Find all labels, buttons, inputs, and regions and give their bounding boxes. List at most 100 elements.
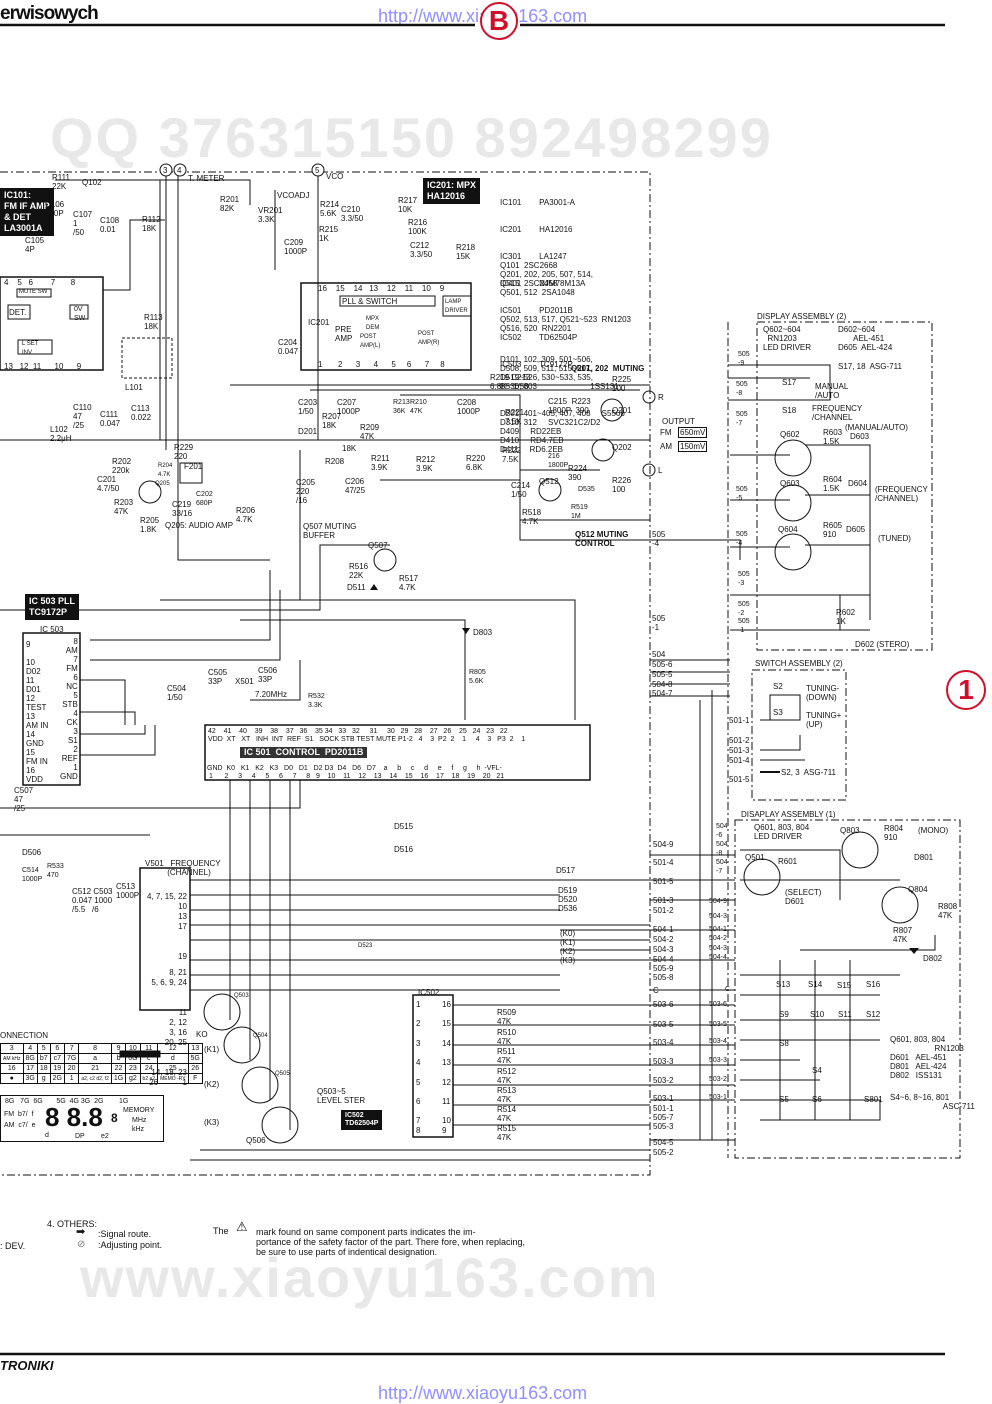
bus-504: 504	[652, 650, 666, 659]
ic201-post-amp-l: POST AMP(L)	[360, 334, 381, 349]
lcd-memory: MEMORY	[123, 1107, 155, 1114]
footer-brand: TRONIKI	[0, 1358, 54, 1373]
frequency-channel-label: FREQUENCY /CHANNEL	[812, 404, 863, 422]
ic201-pre-amp: PRE AMP	[335, 325, 353, 343]
warning-triangle-icon: ⚠	[236, 1219, 248, 1234]
d523-label: D523	[358, 943, 373, 949]
c107-label: C107 1 /50	[73, 210, 93, 237]
ic101-pins-bottom: 13 12 11 10 9	[4, 362, 82, 371]
c212-label: C212 3.3/50	[410, 241, 433, 259]
switch-s14[interactable]: S14	[808, 980, 823, 989]
connector-504-1-d1: 504-1	[709, 926, 727, 933]
r517-label: R517 4.7K	[399, 574, 419, 592]
s17-label[interactable]: S17	[782, 378, 797, 387]
c110-label: C110 47 /25	[73, 403, 92, 430]
d201-label: D201	[298, 427, 318, 436]
switch-s16[interactable]: S16	[866, 980, 881, 989]
output-l-jack[interactable]: L	[658, 466, 663, 475]
bus-503-6: 503-6	[653, 1000, 674, 1009]
bus-505-7: 505-7	[653, 1113, 674, 1122]
r805-label: R805 5.6K	[469, 669, 486, 685]
q603-label: Q603	[780, 479, 800, 488]
switch-s12[interactable]: S12	[866, 1010, 881, 1019]
connector-501-3: 501-3	[729, 746, 750, 755]
parts-row: IC101 PA3001-A	[500, 198, 576, 207]
connector-504-8: 504 -8	[716, 841, 728, 857]
bus-505-1: 505-1	[652, 614, 666, 632]
safety-note: mark found on same component parts indic…	[256, 1227, 525, 1257]
switch-s10[interactable]: S10	[810, 1010, 825, 1019]
r226-label: R226 100	[612, 476, 632, 494]
ic101-det: DET.	[9, 308, 27, 317]
notes-adjusting-point: :Adjusting point.	[98, 1240, 163, 1250]
r208-label: R208	[325, 457, 345, 466]
lcd-digits: 8 8.8	[45, 1102, 103, 1132]
r222-label: R222 7.5K	[502, 446, 522, 464]
vco-label: VCO	[326, 172, 344, 181]
switch-s5[interactable]: S5	[779, 1095, 789, 1104]
r229-label: R229 220	[174, 443, 194, 461]
s2-tuning-down-switch[interactable]: S2	[773, 682, 783, 691]
bus-501-2: 501-2	[653, 906, 674, 915]
c214-label: C214 1/50	[511, 481, 531, 499]
r224-label: R224 390	[568, 464, 588, 482]
ic101-0v-sw: 0V SW	[74, 306, 86, 322]
ic501-title: IC 501 CONTROL PD2011B	[240, 747, 368, 758]
connector-503-2-d1: 503-2	[709, 1076, 727, 1083]
bus-505-4: 505 -4	[652, 530, 666, 548]
switch-s11[interactable]: S11	[838, 1010, 852, 1019]
c204-label: C204 0.047	[278, 338, 299, 356]
display1-switch-type: S4~6, 8~16, 801 ASC-711	[890, 1093, 975, 1111]
d603-label: D603	[850, 432, 870, 441]
r518-label: R518 4.7K	[522, 508, 542, 526]
ic201-post-amp-r: POST AMP(R)	[418, 331, 440, 346]
d535-label: D535	[578, 486, 595, 493]
bus-504-8: 504-8	[652, 680, 673, 689]
c505-label: C505 33P	[208, 668, 228, 686]
manual-auto-indicator: (MANUAL/AUTO)	[845, 423, 908, 432]
k3-label: (K3)	[560, 956, 576, 965]
bus-501-4: 501-4	[653, 858, 674, 867]
r113-label: R113 18K	[144, 313, 163, 331]
k2-input-label: (K2)	[204, 1080, 220, 1089]
ic502-title: IC502 TD62504P	[341, 1110, 383, 1130]
tuning-down-label: TUNING- (DOWN)	[806, 684, 840, 702]
switch-s801[interactable]: S801	[864, 1095, 883, 1104]
ic501-top-names: VDD XT XT INH INT REF S1 SOCK STB TEST M…	[208, 736, 526, 743]
output-r-jack[interactable]: R	[658, 393, 664, 402]
r225-label: R225 100	[612, 375, 632, 393]
s18-label[interactable]: S18	[782, 406, 797, 415]
r602-label: R602 1K	[836, 608, 856, 626]
header-title: erwisowych	[0, 3, 99, 24]
bus-505-2: 505-2	[653, 1148, 674, 1157]
r215-label: R215 1K	[319, 225, 339, 243]
r601-label: R601	[778, 857, 798, 866]
c203-label: C203 1/50	[298, 398, 318, 416]
k1-label: (K1)	[560, 938, 576, 947]
q202-label: Q202	[612, 443, 632, 452]
r112-label: R112 18K	[142, 215, 161, 233]
c208-label: C208 1000P	[457, 398, 481, 416]
node-5: 5	[315, 166, 320, 175]
s3-tuning-up-switch[interactable]: S3	[773, 708, 783, 717]
watermark-qq: QQ 376315150 892498299	[50, 106, 773, 169]
switch-s13[interactable]: S13	[776, 980, 791, 989]
switch-s6[interactable]: S6	[812, 1095, 822, 1104]
switch-s15[interactable]: S15	[837, 981, 852, 990]
connector-503-1-d1: 503-1	[709, 1094, 727, 1101]
display-assembly-1-title: DISAPLAY ASSEMBLY (1)	[741, 810, 836, 819]
switch-s9[interactable]: S9	[779, 1010, 789, 1019]
mono-indicator: (MONO)	[918, 826, 949, 835]
r212-label: R212 3.9K	[416, 455, 436, 473]
lcd-dp: DP	[75, 1133, 85, 1140]
signal-route-arrow-icon: ➡	[76, 1226, 86, 1238]
switch-s8[interactable]: S8	[779, 1039, 789, 1048]
parts-row: IC401 NJM78M13A	[500, 279, 586, 288]
c111-label: C111 0.047	[100, 410, 121, 428]
switch-s4[interactable]: S4	[812, 1066, 822, 1075]
r605-label: R605 910	[823, 521, 843, 539]
